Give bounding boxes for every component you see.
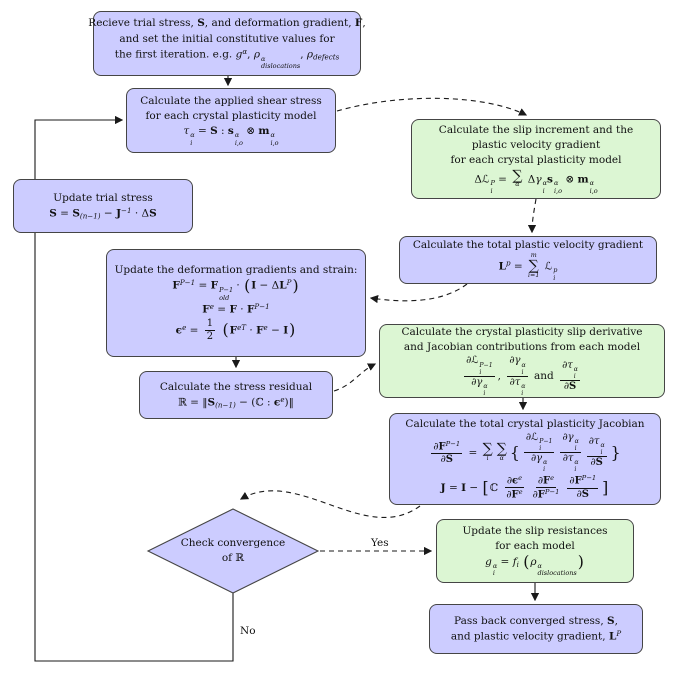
edge-label-yes: Yes [371, 537, 389, 549]
loop-no-to-shear [34, 115, 234, 662]
node-total-jacobian: Calculate the total crystal plasticity J… [389, 413, 661, 505]
arrow-slip-to-velocity [527, 198, 537, 234]
node-pass-back-converged: Pass back converged stress, S,and plasti… [429, 604, 643, 654]
arrow-jacobian-to-decision [239, 490, 421, 518]
node-total-velocity-gradient: Calculate the total plastic velocity gra… [399, 236, 657, 284]
edge-label-no: No [240, 625, 256, 637]
arrow-residual-to-derivative [333, 363, 377, 392]
arrow-velocity-to-deformation [369, 283, 468, 304]
node-slip-derivative: Calculate the crystal plasticity slip de… [379, 324, 665, 398]
node-update-deformation: Update the deformation gradients and str… [106, 249, 366, 357]
node-receive-trial-stress: Recieve trial stress, S, and deformation… [88, 11, 366, 76]
decision-diamond [146, 508, 320, 594]
arrow-shear-to-slip [336, 97, 528, 116]
